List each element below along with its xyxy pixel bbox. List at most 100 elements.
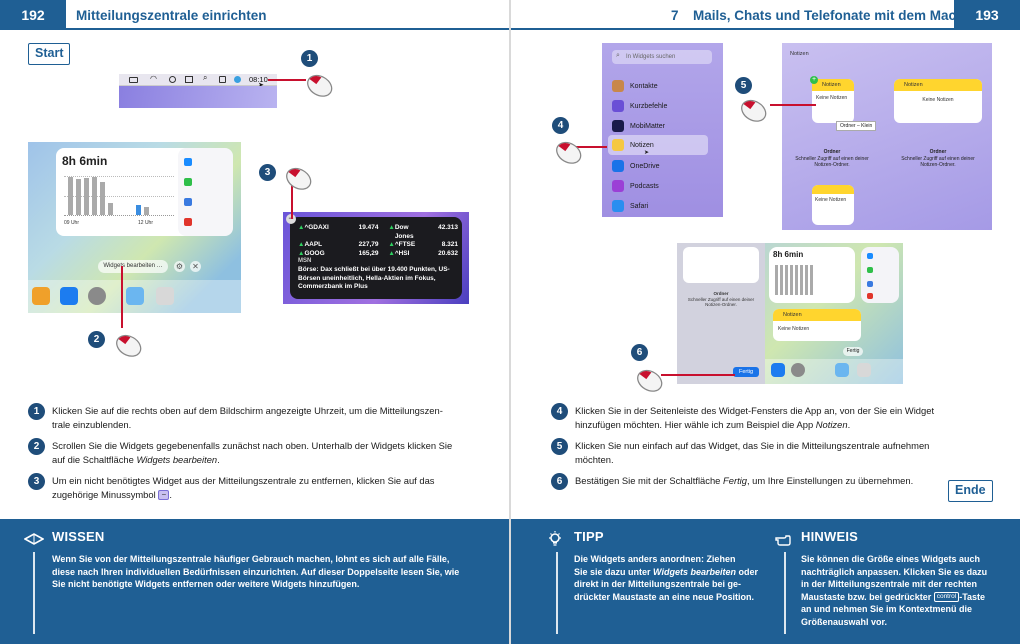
sidebar-item-kurzbefehle[interactable]: Kurzbefehle xyxy=(612,98,667,114)
end-marker: Ende xyxy=(948,480,993,502)
right-page: 7 Mails, Chats und Telefonate mit dem Ma… xyxy=(511,0,1020,644)
notes-gallery-title: Notizen xyxy=(790,51,809,57)
start-marker: Start xyxy=(28,43,71,65)
screen-time-widget[interactable]: 8h 6min xyxy=(769,247,855,303)
system-settings-icon[interactable] xyxy=(88,287,106,305)
mouse-1-icon xyxy=(301,70,335,100)
folder-icon[interactable] xyxy=(126,287,144,305)
dock xyxy=(765,359,903,384)
step-number: 5 xyxy=(551,438,568,455)
tipp-text: Die Widgets anders anordnen: Ziehen Sie … xyxy=(574,554,758,602)
control-center-icon xyxy=(219,76,226,83)
page-title: Mitteilungszentrale einrichten xyxy=(76,8,267,23)
app-icon xyxy=(184,178,192,186)
minus-icon[interactable]: − xyxy=(286,214,296,224)
page-title: Mails, Chats und Telefonate mit dem Mac xyxy=(693,8,957,23)
sidebar-item-safari[interactable]: Safari xyxy=(612,198,648,214)
divider xyxy=(784,552,786,634)
step-5: 5 Klicken Sie nun einfach auf das Widget… xyxy=(551,438,991,466)
right-header: 7 Mails, Chats und Telefonate mit dem Ma… xyxy=(511,0,1020,30)
battery-icon xyxy=(129,77,138,83)
badge-2: 2 xyxy=(88,331,105,348)
step-number: 2 xyxy=(28,438,45,455)
book-icon xyxy=(24,533,44,545)
screen-time-value: 8h 6min xyxy=(773,250,804,259)
notes-widget-small[interactable]: Notizen Keine Notizen xyxy=(812,79,854,123)
step-text: Klicken Sie in der Seitenleiste des Widg… xyxy=(575,405,935,416)
step-number: 1 xyxy=(28,403,45,420)
left-page: 192 Mitteilungszentrale einrichten Start… xyxy=(0,0,509,644)
step-number: 6 xyxy=(551,473,568,490)
system-settings-icon[interactable] xyxy=(791,363,805,377)
drag-tooltip: Ordner – Klein xyxy=(836,121,877,131)
step-number: 4 xyxy=(551,403,568,420)
notes-widget-added[interactable]: Notizen Keine Notizen xyxy=(773,309,861,341)
mouse-4-icon xyxy=(550,137,584,167)
left-header: 192 Mitteilungszentrale einrichten xyxy=(0,0,509,30)
screen-time-value: 8h 6min xyxy=(62,154,108,168)
app-icon xyxy=(184,158,192,166)
step-text: auf die Schaltfläche Widgets bearbeiten. xyxy=(52,453,220,465)
add-icon[interactable]: + xyxy=(810,76,818,84)
sidebar-item-kontakte[interactable]: Kontakte xyxy=(612,78,658,94)
widget-search-input[interactable]: In Widgets suchen xyxy=(612,50,712,64)
app-store-icon[interactable] xyxy=(771,363,785,377)
folder-icon[interactable] xyxy=(835,363,849,377)
wissen-text: Wenn Sie von der Mitteilungszentrale häu… xyxy=(52,554,460,589)
notes-widget-preview[interactable] xyxy=(683,247,759,283)
chapter-number: 7 xyxy=(671,8,679,23)
sidebar-item-onedrive[interactable]: OneDrive xyxy=(612,158,660,174)
search-icon: ⌕ xyxy=(203,74,208,82)
gutter xyxy=(509,0,511,644)
trash-icon[interactable] xyxy=(857,363,871,377)
cursor-icon: ➤ xyxy=(258,81,264,89)
arrow-1 xyxy=(268,79,306,81)
sidebar-item-mobimatter[interactable]: MobiMatter xyxy=(612,118,665,134)
screen-icon xyxy=(185,76,193,83)
hinweis-title: HINWEIS xyxy=(801,529,859,544)
hinweis-text: Sie können die Größe eines Widgets auch … xyxy=(801,554,988,627)
badge-1: 1 xyxy=(301,50,318,67)
step-3: 3 Um ein nicht benötigtes Widget aus der… xyxy=(28,473,488,501)
screen-time-chart xyxy=(64,176,174,216)
sidebar-item-notizen[interactable]: Notizen xyxy=(612,137,654,153)
search-icon: ⌕ xyxy=(616,52,620,59)
step-text: möchten. xyxy=(575,453,614,465)
step-text: Bestätigen Sie mit der Schaltfläche Fert… xyxy=(575,475,914,486)
menubar-clock[interactable]: 08:10 xyxy=(249,75,268,84)
wifi-icon: ◠ xyxy=(150,74,157,83)
notes-widget-large[interactable]: Keine Notizen xyxy=(812,185,854,225)
apps-widget[interactable] xyxy=(178,148,233,236)
trash-icon[interactable] xyxy=(156,287,174,305)
widgets-edit-button[interactable]: Widgets bearbeiten … xyxy=(98,260,168,273)
sidebar-item-podcasts[interactable]: Podcasts xyxy=(612,178,659,194)
badge-6: 6 xyxy=(631,344,648,361)
mouse-2-icon xyxy=(110,330,144,360)
cursor-icon: ➤ xyxy=(644,150,650,156)
divider xyxy=(556,552,558,634)
page-number: 193 xyxy=(954,0,1020,30)
close-icon[interactable]: ✕ xyxy=(190,261,201,272)
apps-widget[interactable] xyxy=(861,247,899,303)
arrow-5 xyxy=(770,104,816,106)
tipp-hinweis-box: TIPP Die Widgets anders anordnen: Ziehen… xyxy=(511,519,1020,644)
control-key: control xyxy=(933,592,960,603)
step-number: 3 xyxy=(28,473,45,490)
settings-icon[interactable]: ⚙ xyxy=(174,261,185,272)
msn-headline[interactable]: Börse: Dax schließt bei über 19.400 Punk… xyxy=(298,266,450,291)
app-store-icon[interactable] xyxy=(60,287,78,305)
notes-widget-medium[interactable]: Notizen Keine Notizen xyxy=(894,79,982,123)
notes-gallery-screenshot: Notizen Notizen Keine Notizen + Ordner –… xyxy=(782,43,992,230)
done-pill[interactable]: Fertig xyxy=(843,347,863,356)
mouse-6-icon xyxy=(631,365,665,395)
pencil-app-icon[interactable] xyxy=(32,287,50,305)
wissen-title: WISSEN xyxy=(52,529,105,544)
fertig-button[interactable]: Fertig xyxy=(733,367,759,377)
tipp-title: TIPP xyxy=(574,529,604,544)
menubar: ◠ ⌕ 08:10 ➤ xyxy=(119,74,277,89)
